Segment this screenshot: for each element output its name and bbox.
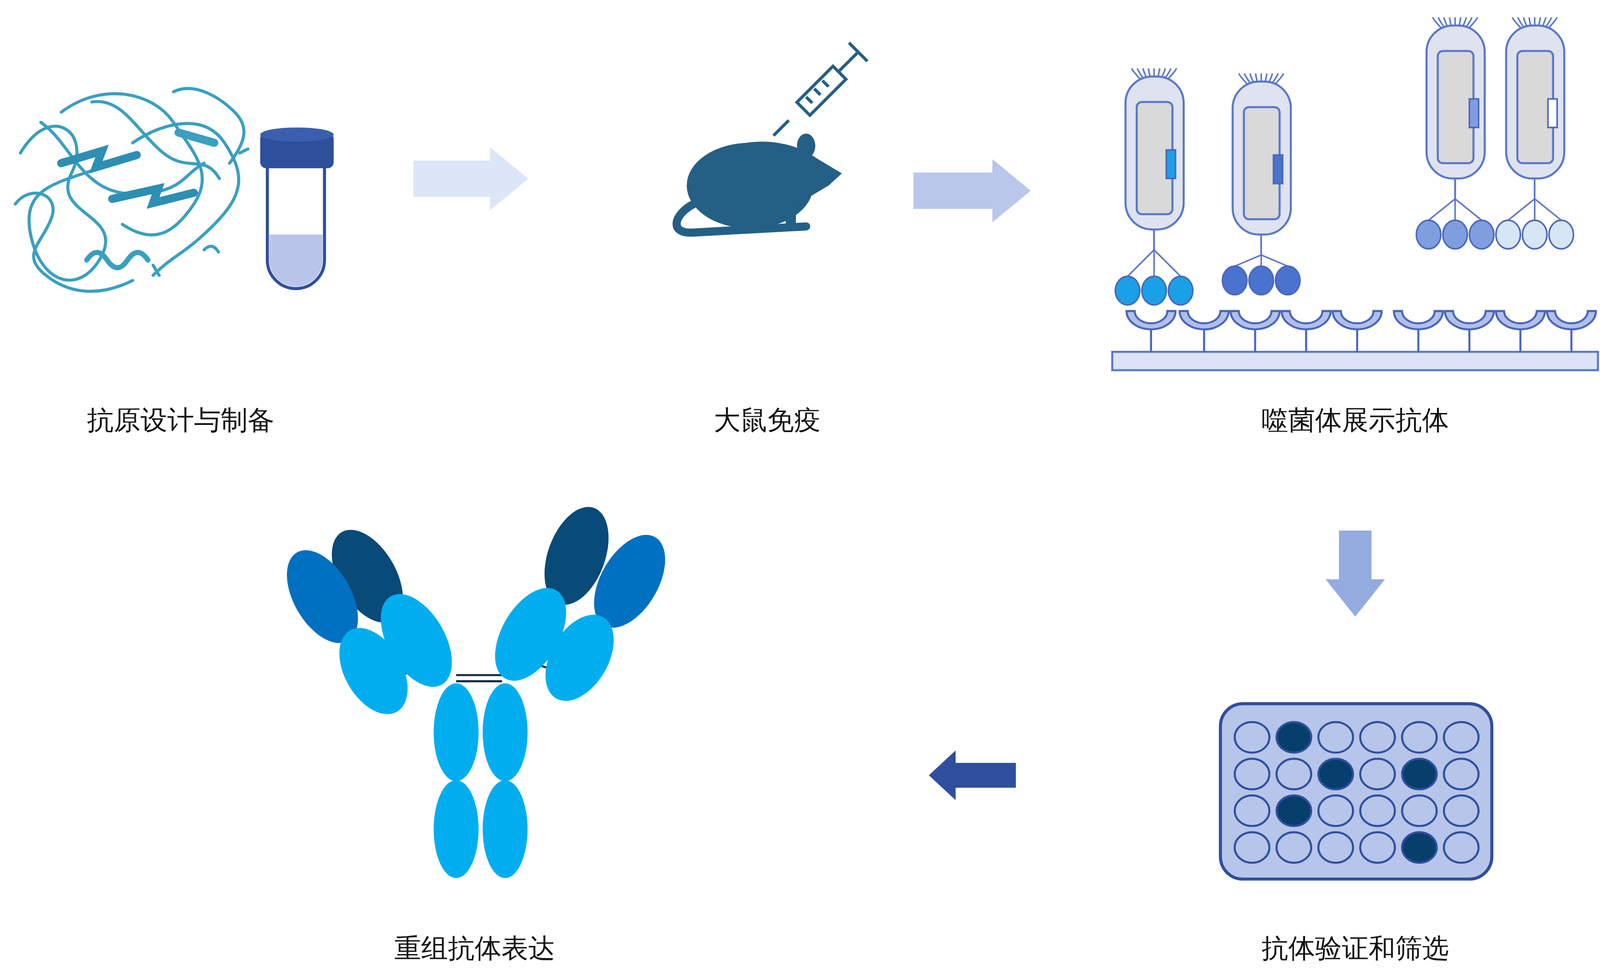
flow-arrow [413,147,529,211]
sample-tube [260,127,334,289]
flow-arrow [928,750,1016,801]
flow-arrow [1325,530,1385,617]
step-node: 重组抗体表达 [239,516,929,971]
step-label: 大鼠免疫 [713,402,821,439]
step-node: 抗原设计与制备 [0,71,414,455]
well-plate [1220,703,1492,880]
phage-display [1112,17,1599,371]
step-label: 噬菌体展示抗体 [1261,402,1449,439]
step-label: 抗原设计与制备 [87,402,275,439]
syringe [773,43,868,136]
step-node: 噬菌体展示抗体 [1030,4,1595,531]
antibody [272,498,680,879]
rat-silhouette [676,133,842,233]
flow-arrow [913,159,1031,223]
step-label: 重组抗体表达 [394,930,556,968]
protein-structure [15,88,249,292]
step-node: 大鼠免疫 [528,47,914,455]
step-node: 抗体验证和筛选 [1015,616,1595,971]
step-label: 抗体验证和筛选 [1261,930,1449,968]
